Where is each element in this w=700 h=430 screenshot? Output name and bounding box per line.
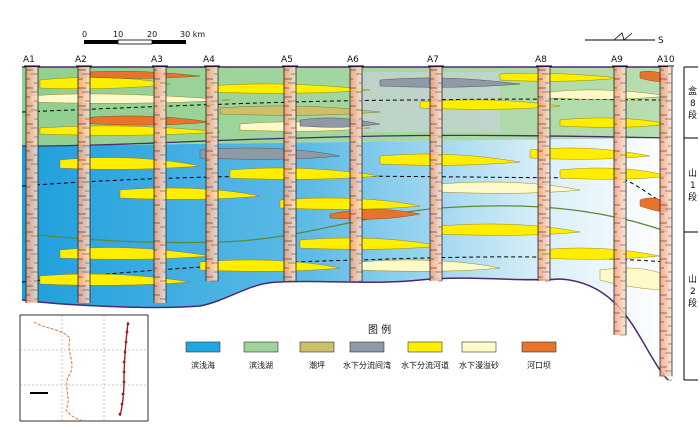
cross-section: A1 A2 A3 A4 A5 A6 A7 A8 A9 A10 盒 8 段 山 1 段 山 2 段 [21, 55, 698, 381]
scale-bar: 0 10 20 30 km [82, 30, 205, 45]
well-label: A4 [203, 55, 215, 65]
legend-items: 滨浅海 滨浅湖 潮坪 水下分流间湾水下分流河道水下漫溢砂 河口坝 [185, 341, 557, 370]
legend-item: 水下分流间湾 [343, 341, 391, 370]
inset-coastline [33, 321, 85, 422]
legend-swatch [349, 341, 385, 353]
inset-well-dot [121, 392, 125, 396]
section-base [21, 277, 669, 381]
legend-item: 滨浅湖 [243, 341, 279, 370]
well-label: A2 [75, 55, 87, 65]
inset-well-dot [126, 322, 130, 326]
unit-char: 山 [688, 274, 697, 285]
well-label: A3 [151, 55, 163, 65]
legend-item: 滨浅海 [185, 341, 221, 370]
well-a3: A3 [151, 55, 168, 303]
legend-label: 水下分流间湾 [343, 360, 391, 370]
inset-well-dot [123, 350, 127, 354]
well-log-fill [78, 67, 90, 303]
well-log-fill [430, 67, 442, 281]
legend-item: 潮坪 [299, 341, 335, 370]
scale-tick-0: 0 [82, 30, 87, 39]
well-label: A5 [281, 55, 293, 65]
well-a2: A2 [75, 55, 92, 303]
inset-map [19, 314, 149, 422]
legend-swatch [521, 341, 557, 353]
legend-label: 滨浅海 [191, 360, 215, 370]
inset-well-dot [120, 402, 124, 406]
legend-item: 水下分流河道 [401, 341, 449, 370]
unit-label-he8: 盒 8 段 [688, 85, 697, 121]
well-label: A7 [427, 55, 439, 65]
boundary-shan1-shan2 [21, 205, 669, 244]
unit-char: 段 [688, 297, 697, 309]
legend-swatch [243, 341, 279, 353]
stratigraphic-column: 盒 8 段 山 1 段 山 2 段 [683, 66, 698, 381]
legend-item: 河口坝 [521, 341, 557, 370]
inset-well-dot [124, 340, 128, 344]
well-log-fill [26, 67, 38, 303]
inset-well-dots [118, 322, 130, 416]
legend: 图 例 滨浅海 滨浅湖 潮坪 水下分流间湾水下分流河道水下漫溢砂 河口坝 [185, 323, 557, 370]
well-a7: A7 [427, 55, 444, 282]
legend-swatch [185, 341, 221, 353]
legend-label: 水下漫溢砂 [459, 360, 499, 370]
well-a1: A1 [23, 55, 40, 303]
well-label: A1 [23, 55, 35, 65]
legend-item: 水下漫溢砂 [459, 341, 499, 370]
legend-swatch [407, 341, 443, 353]
unit-label-shan2: 山 2 段 [688, 274, 697, 309]
well-log-fill [284, 67, 296, 281]
inset-well-dot [125, 330, 129, 334]
direction-arrow: S [585, 32, 664, 46]
well-a8: A8 [535, 55, 552, 282]
well-log-fill [350, 67, 362, 281]
unit-char: 8 [690, 99, 696, 109]
direction-label: S [658, 36, 664, 46]
legend-swatch [299, 341, 335, 353]
well-label: A10 [657, 55, 675, 65]
well-label: A6 [347, 55, 359, 65]
legend-label: 滨浅湖 [249, 360, 273, 370]
well-log-fill [538, 67, 550, 281]
legend-label: 潮坪 [309, 360, 325, 370]
wells-layer: A1 A2 A3 A4 A5 A6 A7 A8 A9 A10 [23, 55, 675, 381]
well-log-fill [206, 67, 218, 281]
well-a5: A5 [281, 55, 298, 282]
scale-tick-10: 10 [113, 30, 123, 39]
well-a10: A10 [657, 55, 675, 381]
inset-well-dot [122, 370, 126, 374]
legend-title: 图 例 [368, 323, 391, 336]
scale-tick-20: 20 [147, 30, 157, 39]
inset-well-dot [118, 412, 122, 416]
unit-label-shan1: 山 1 段 [688, 168, 697, 203]
inset-well-dot [122, 360, 126, 364]
legend-label: 水下分流河道 [401, 360, 449, 370]
scale-tick-30: 30 km [180, 30, 205, 39]
well-label: A9 [611, 55, 623, 65]
unit-char: 山 [688, 168, 697, 179]
legend-label: 河口坝 [527, 360, 551, 370]
well-a4: A4 [203, 55, 220, 282]
unit-char: 盒 [688, 85, 697, 97]
well-log-fill [660, 67, 672, 377]
lake-zone [22, 67, 668, 146]
well-log-fill [154, 67, 166, 303]
unit-char: 段 [688, 191, 697, 203]
unit-char: 2 [690, 287, 696, 297]
well-a6: A6 [347, 55, 364, 282]
unit-char: 段 [688, 109, 697, 121]
well-a9: A9 [611, 55, 628, 336]
well-label: A8 [535, 55, 547, 65]
inset-section-line [119, 321, 129, 417]
unit-char: 1 [690, 181, 696, 191]
legend-swatch [461, 341, 497, 353]
inset-well-dot [122, 380, 126, 384]
